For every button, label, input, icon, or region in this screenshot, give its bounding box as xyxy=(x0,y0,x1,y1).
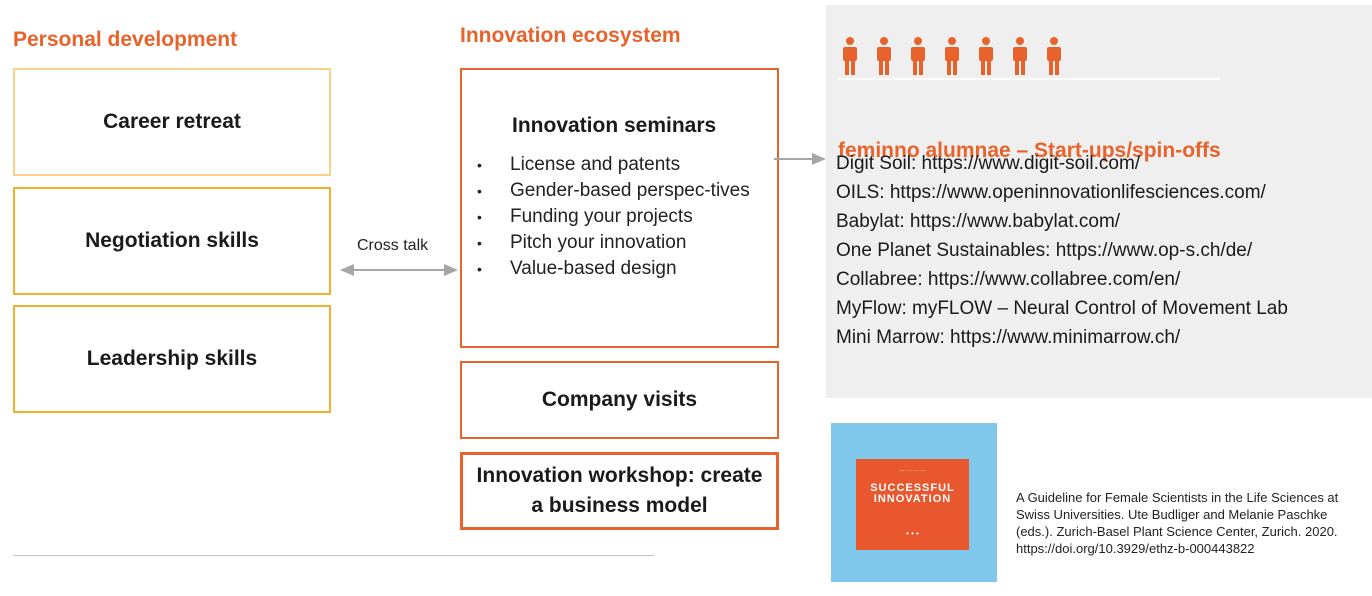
seminar-topics-list: License and patents Gender-based perspec… xyxy=(462,152,750,282)
cross-talk-label: Cross talk xyxy=(357,237,429,254)
negotiation-skills-label: Negotiation skills xyxy=(85,229,259,252)
personal-development-heading: Personal development xyxy=(13,28,238,51)
leadership-skills-box: Leadership skills xyxy=(13,305,331,413)
person-icon xyxy=(979,37,993,75)
book-cover-image: — ········ — SUCCESSFUL INNOVATION • • • xyxy=(831,423,997,582)
company-visits-box: Company visits xyxy=(460,361,779,439)
alumnae-panel: feminno alumnae – Start-ups/spin-offs Di… xyxy=(826,5,1372,398)
person-icon xyxy=(877,37,891,75)
alumnae-item: One Planet Sustainables: https://www.op-… xyxy=(836,240,1253,261)
alumnae-list: Digit Soil: https://www.digit-soil.com/ … xyxy=(836,149,1288,352)
people-icon-row xyxy=(838,37,1066,75)
person-icon xyxy=(911,37,925,75)
book-cover-title: SUCCESSFUL INNOVATION xyxy=(870,482,955,505)
seminar-topic: Gender-based perspec-tives xyxy=(462,178,750,204)
seminar-topic: Funding your projects xyxy=(462,204,750,230)
alumnae-item: Collabree: https://www.collabree.com/en/ xyxy=(836,269,1181,290)
alumnae-title: feminno alumnae – Start-ups/spin-offs xyxy=(838,139,1221,162)
innovation-seminars-title: Innovation seminars xyxy=(512,114,717,137)
right-arrow-icon xyxy=(774,153,826,165)
innovation-seminars-box: Innovation seminars License and patents … xyxy=(460,68,779,348)
seminar-topic: Pitch your innovation xyxy=(462,230,750,256)
negotiation-skills-box: Negotiation skills xyxy=(13,187,331,295)
person-icon xyxy=(1013,37,1027,75)
person-icon xyxy=(1047,37,1061,75)
seminar-topic: License and patents xyxy=(462,152,750,178)
book-cover-decoration: — ········ — xyxy=(899,468,926,474)
bottom-divider xyxy=(13,555,654,556)
career-retreat-label: Career retreat xyxy=(103,110,241,133)
company-visits-label: Company visits xyxy=(541,388,698,411)
book-citation: A Guideline for Female Scientists in the… xyxy=(1016,490,1339,556)
alumnae-item: Babylat: https://www.babylat.com/ xyxy=(836,211,1121,232)
book-cover-dots: • • • xyxy=(906,529,919,538)
person-icon xyxy=(843,37,857,75)
divider xyxy=(838,78,1220,80)
alumnae-item: Mini Marrow: https://www.minimarrow.ch/ xyxy=(836,327,1181,348)
alumnae-item: OILS: https://www.openinnovationlifescie… xyxy=(836,182,1266,203)
innovation-workshop-label: Innovation workshop: create a business m… xyxy=(476,464,763,517)
innovation-workshop-box: Innovation workshop: create a business m… xyxy=(460,452,779,530)
book-cover-panel: — ········ — SUCCESSFUL INNOVATION • • • xyxy=(856,459,969,550)
double-arrow-icon xyxy=(340,264,458,276)
innovation-ecosystem-heading: Innovation ecosystem xyxy=(460,24,681,47)
person-icon xyxy=(945,37,959,75)
alumnae-item: MyFlow: myFLOW – Neural Control of Movem… xyxy=(836,298,1288,319)
career-retreat-box: Career retreat xyxy=(13,68,331,176)
leadership-skills-label: Leadership skills xyxy=(86,347,258,370)
seminar-topic: Value-based design xyxy=(462,256,750,282)
alumnae-item: Digit Soil: https://www.digit-soil.com/ xyxy=(836,153,1141,174)
